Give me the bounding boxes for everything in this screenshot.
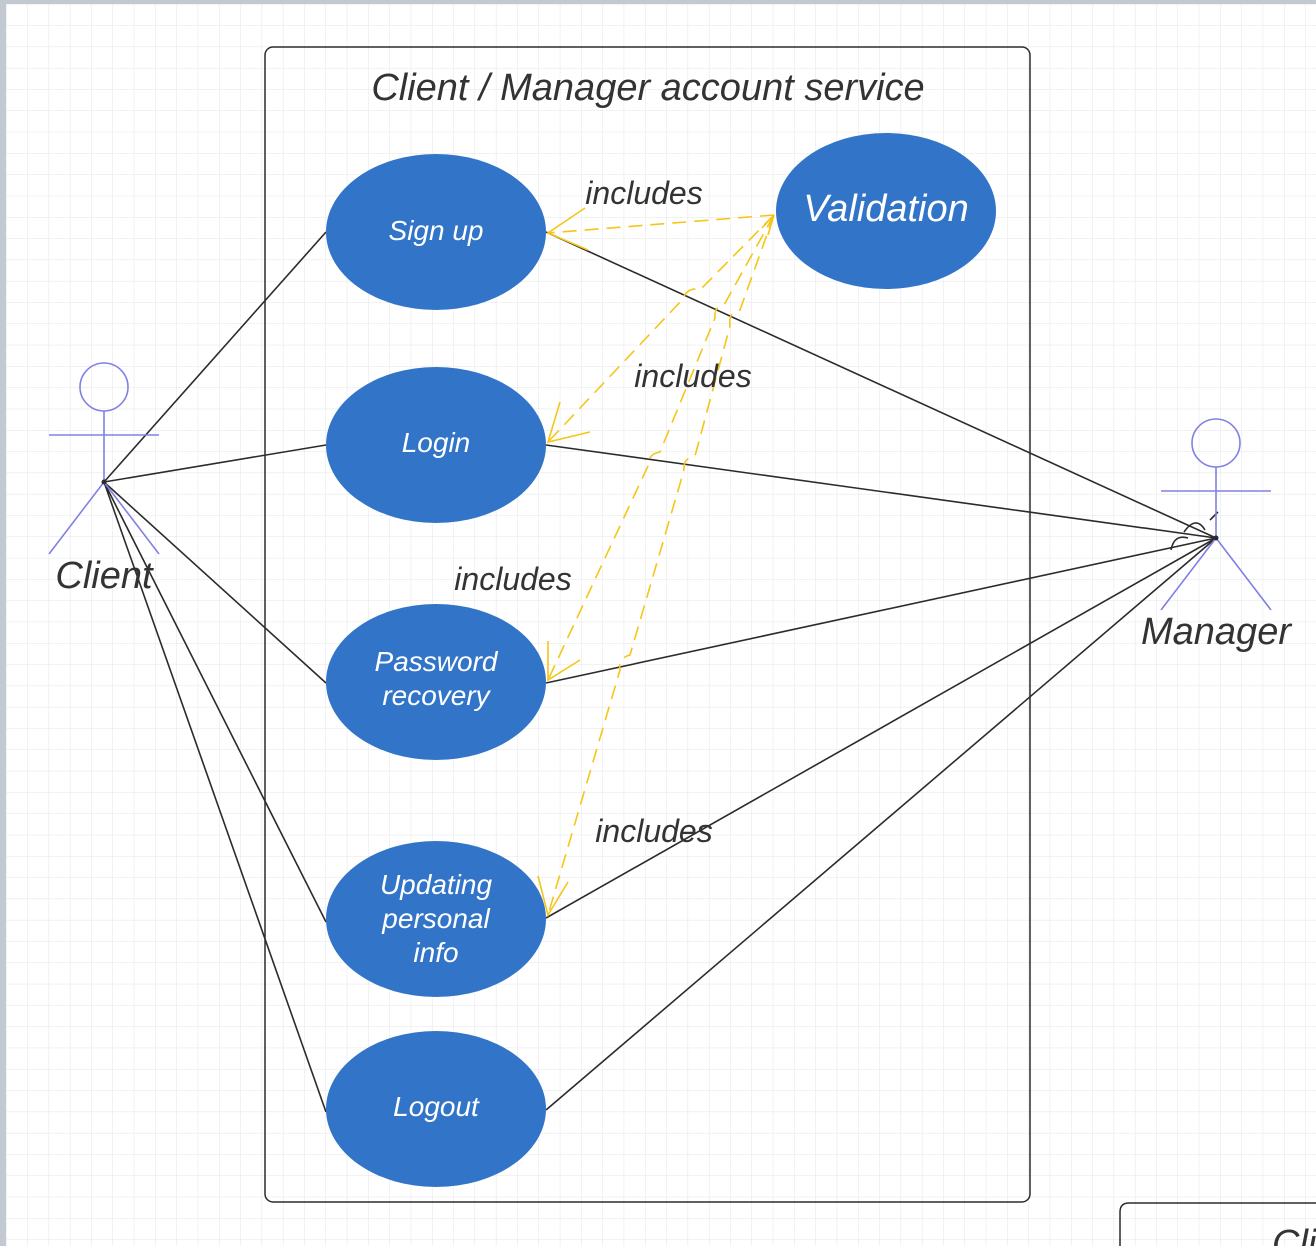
use-case-sign-up[interactable]: Sign up <box>326 154 546 310</box>
include-relations <box>547 214 775 916</box>
system-boundary-title: Client / Manager account service <box>371 67 924 109</box>
actor-manager[interactable] <box>1160 418 1272 611</box>
use-case-password-recovery-label-line1: Password <box>375 646 499 677</box>
assoc-client-signup[interactable] <box>103 231 327 483</box>
use-case-updating-personal-info[interactable]: Updating personal info <box>326 841 546 997</box>
assoc-manager-password[interactable] <box>545 537 1217 684</box>
actor-manager-label: Manager <box>1141 611 1292 653</box>
manager-connection-point <box>1213 535 1219 541</box>
client-connection-point <box>101 479 107 485</box>
assoc-manager-login[interactable] <box>545 444 1217 539</box>
include-label-signup: includes <box>585 175 702 211</box>
line-jump <box>1183 522 1206 533</box>
arrowhead-signup <box>546 207 589 251</box>
manager-associations <box>545 231 1219 1111</box>
assoc-client-logout[interactable] <box>103 481 327 1113</box>
use-case-logout-label: Logout <box>393 1091 480 1122</box>
assoc-client-updating[interactable] <box>103 481 327 923</box>
include-login-validation[interactable] <box>547 214 775 443</box>
include-label-updating: includes <box>595 813 712 849</box>
use-case-updating-label-line2: personal <box>381 903 490 934</box>
include-updating-validation[interactable] <box>547 214 775 916</box>
use-case-updating-label-line3: info <box>413 937 458 968</box>
partial-boundary <box>1119 1202 1316 1246</box>
use-case-password-recovery-label-line2: recovery <box>382 680 491 711</box>
system-boundary[interactable] <box>264 46 1031 1203</box>
assoc-manager-updating[interactable] <box>545 537 1217 919</box>
arrowhead-password <box>547 641 581 682</box>
actor-manager-leg-right <box>1215 537 1272 611</box>
use-case-validation-label: Validation <box>803 188 969 230</box>
use-case-login-label: Login <box>402 427 471 458</box>
assoc-client-password[interactable] <box>103 481 327 684</box>
assoc-client-login[interactable] <box>103 444 327 483</box>
include-signup-validation[interactable] <box>547 214 775 234</box>
grid-background <box>6 4 1316 1246</box>
actor-client-label: Client <box>55 555 154 597</box>
use-case-login[interactable]: Login <box>326 367 546 523</box>
partial-boundary-title: Cli <box>1272 1223 1316 1246</box>
include-label-password: includes <box>454 561 571 597</box>
canvas-frame-left <box>0 0 6 1246</box>
include-label-login: includes <box>634 358 751 394</box>
actor-client-leg-left <box>48 481 105 555</box>
use-case-logout[interactable]: Logout <box>326 1031 546 1187</box>
assoc-manager-logout[interactable] <box>545 537 1217 1111</box>
actor-client-leg-right <box>103 481 160 555</box>
assoc-manager-signup[interactable] <box>545 231 1217 539</box>
canvas-frame-top <box>0 0 1316 4</box>
arrowhead-validation-end <box>761 214 775 236</box>
arrowhead-updating <box>537 875 569 918</box>
use-case-password-recovery[interactable]: Password recovery <box>326 604 546 760</box>
actor-client[interactable] <box>48 362 160 555</box>
arrowhead-login <box>546 401 591 444</box>
line-jump <box>1170 536 1189 551</box>
use-case-sign-up-label: Sign up <box>389 215 484 246</box>
client-associations <box>103 231 327 1113</box>
use-case-updating-label-line1: Updating <box>380 869 493 900</box>
actor-manager-leg-left <box>1160 537 1217 611</box>
use-case-validation[interactable]: Validation <box>776 133 996 289</box>
include-arrowheads <box>537 207 775 918</box>
